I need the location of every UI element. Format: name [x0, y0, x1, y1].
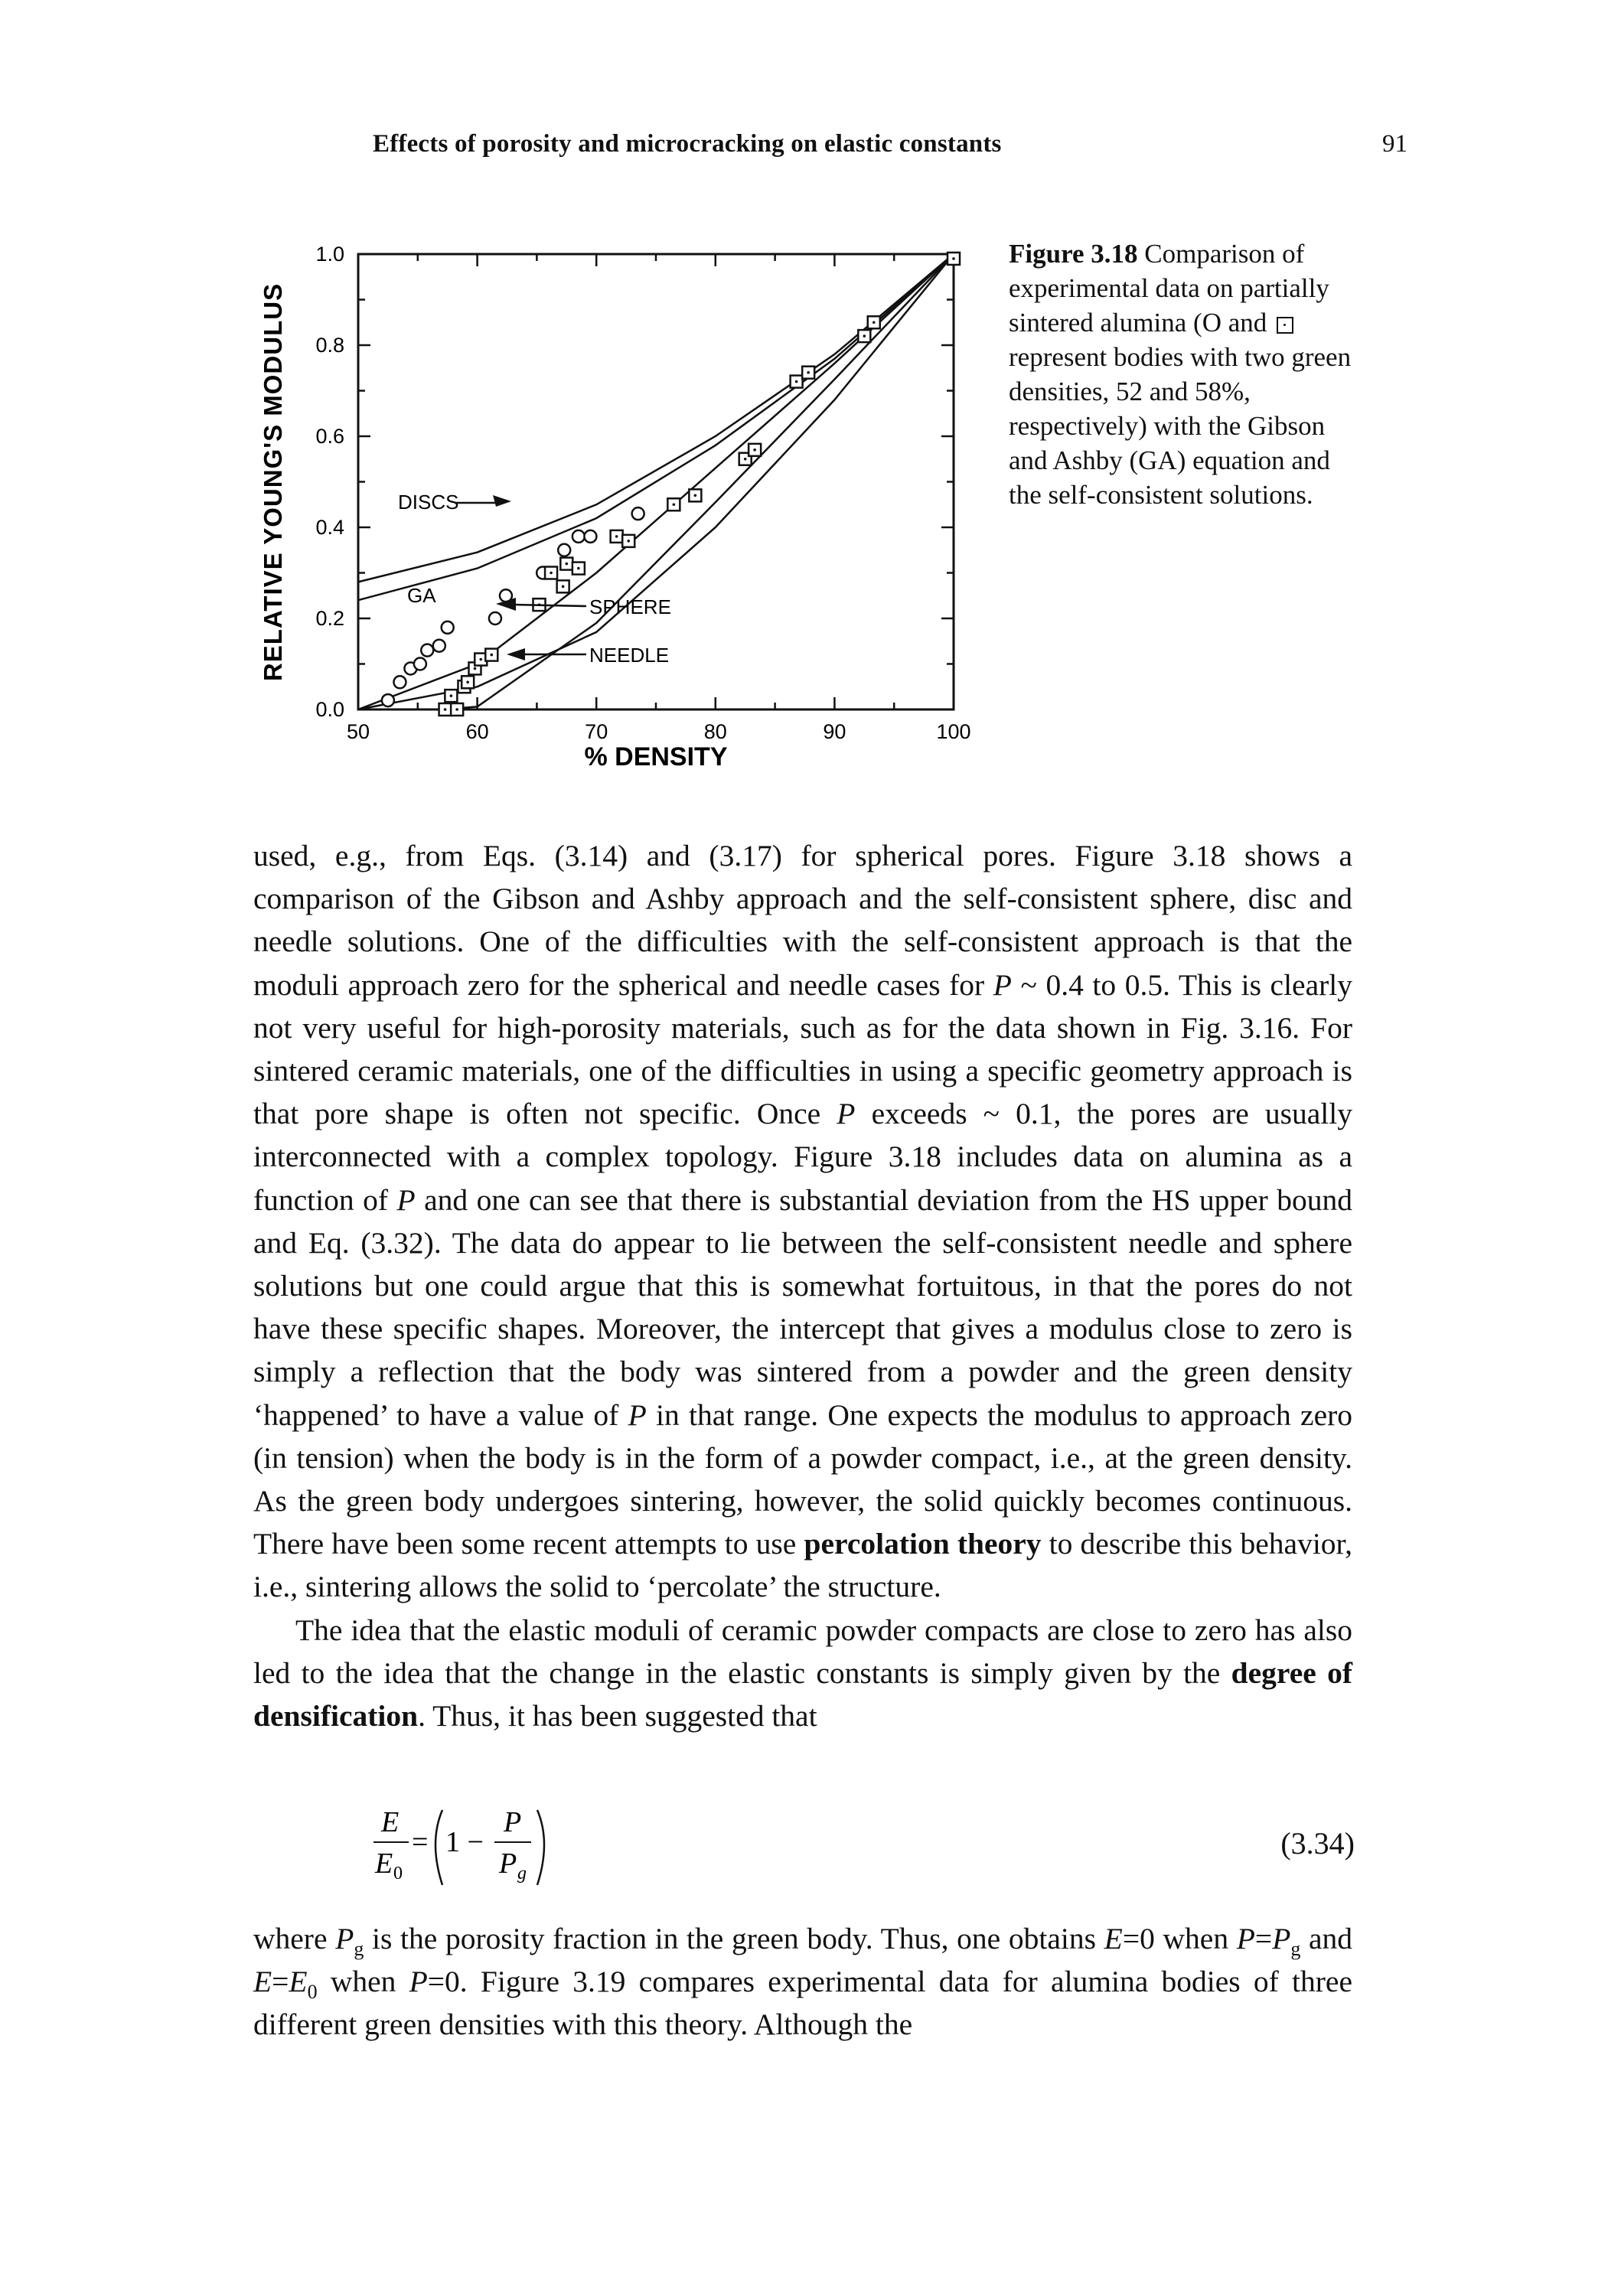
svg-text:0: 0	[393, 1864, 403, 1883]
y-tick-labels: 0.0 0.2 0.4 0.6 0.8 1.0	[315, 243, 344, 721]
y-axis-label: RELATIVE YOUNG'S MODULUS	[259, 283, 287, 681]
data-point-square-dot	[577, 566, 580, 570]
data-point-square-dot	[615, 535, 618, 538]
data-point-square-dot	[672, 503, 676, 507]
caption-text-2: represent bodies with two green densitie…	[1009, 342, 1352, 510]
data-point-square-dot	[863, 334, 866, 338]
x-tick-label: 70	[585, 720, 608, 743]
curve-annotations: DISCS GA SPHERE NEEDLE	[398, 491, 671, 667]
y-tick-label: 0.6	[315, 425, 344, 448]
data-point-square-dot	[449, 694, 453, 697]
caption-label: Figure 3.18	[1009, 239, 1138, 269]
data-point-square-dot	[443, 708, 447, 711]
x-tick-label: 100	[936, 720, 970, 743]
data-point-square-dot	[627, 540, 631, 543]
data-point-square-dot	[753, 448, 756, 452]
data-point-circle	[393, 675, 407, 690]
equation-3-34: E E 0 = 1 − P P g (3.34)	[367, 1795, 1355, 1902]
data-point-circle	[432, 638, 447, 653]
annotation-sphere: SPHERE	[589, 595, 671, 618]
data-point-square-dot	[479, 657, 483, 661]
svg-text:E: E	[380, 1806, 399, 1838]
annotation-discs: DISCS	[398, 491, 458, 514]
data-point-square-dot	[872, 321, 876, 325]
y-tick-label: 1.0	[315, 243, 344, 266]
body-text: used, e.g., from Eqs. (3.14) and (3.17) …	[253, 834, 1352, 1737]
data-point-square-dot	[952, 257, 955, 260]
curve-1	[357, 253, 954, 602]
figure-caption: Figure 3.18 Comparison of experimental d…	[1009, 236, 1353, 512]
annotation-ga: GA	[407, 584, 436, 607]
y-tick-label: 0.8	[315, 334, 344, 357]
data-point-circle	[488, 611, 503, 626]
svg-text:g: g	[517, 1864, 527, 1883]
y-tick-label: 0.4	[315, 516, 344, 539]
paragraph-2: The idea that the elastic moduli of cera…	[253, 1613, 1352, 1733]
data-point-square-dot	[550, 571, 553, 575]
data-point-circle	[571, 529, 586, 544]
paragraph-1: used, e.g., from Eqs. (3.14) and (3.17) …	[253, 839, 1353, 1604]
svg-text:P: P	[503, 1806, 521, 1838]
y-tick-label: 0.0	[315, 698, 344, 721]
annotation-needle: NEEDLE	[589, 644, 669, 667]
data-point-square-dot	[490, 653, 494, 657]
x-tick-labels: 50 60 70 80 90 100	[347, 720, 971, 743]
svg-text:P: P	[498, 1848, 517, 1880]
x-tick-label: 80	[704, 720, 727, 743]
running-title: Effects of porosity and microcracking on…	[373, 130, 1002, 158]
caption-text-1: Comparison of experimental data on parti…	[1009, 239, 1329, 338]
data-point-circle	[631, 506, 645, 521]
data-point-circle	[419, 643, 435, 657]
x-tick-label: 60	[466, 720, 489, 743]
svg-text:1 −: 1 −	[445, 1826, 484, 1858]
data-point-square-dot	[561, 585, 565, 589]
data-point-square-dot	[693, 494, 697, 497]
data-point-square-dot	[794, 380, 798, 383]
data-point-circle	[556, 543, 572, 557]
square-symbol-icon	[1277, 317, 1294, 334]
curve-3	[357, 253, 954, 711]
data-point-square-dot	[565, 562, 569, 566]
x-tick-label: 90	[823, 720, 846, 743]
paragraph-3: where Pg is the porosity fraction in the…	[253, 1922, 1353, 2042]
y-tick-label: 0.2	[315, 607, 344, 630]
page-number: 91	[1382, 130, 1407, 158]
x-tick-label: 50	[347, 720, 370, 743]
data-point-square-dot	[466, 680, 469, 684]
equation-number: (3.34)	[1280, 1826, 1355, 1861]
curve-4	[441, 253, 954, 711]
svg-text:E: E	[374, 1848, 393, 1880]
data-point-square-dot	[455, 708, 458, 711]
data-point-circle	[413, 657, 428, 671]
body-text-after-equation: where Pg is the porosity fraction in the…	[253, 1917, 1352, 2047]
arrow-discs	[456, 495, 511, 507]
data-point-square-dot	[807, 370, 810, 374]
theory-curves	[357, 253, 954, 711]
data-point-circle	[583, 529, 598, 544]
data-point-square-dot	[473, 667, 477, 670]
arrow-needle	[507, 648, 586, 660]
arrow-sphere	[496, 598, 587, 611]
curve-0	[357, 253, 954, 583]
data-point-circle	[380, 693, 396, 708]
data-point-circle	[440, 620, 455, 635]
data-point-square-dot	[743, 457, 747, 461]
equation-body: E E 0 = 1 − P P g	[373, 1806, 546, 1886]
svg-text:=: =	[412, 1826, 428, 1858]
data-points	[380, 251, 961, 717]
figure-3-18-chart: 0.0 0.2 0.4 0.6 0.8 1.0 50 60 70 80 90 100 RELATIV…	[259, 243, 971, 771]
x-axis-label: % DENSITY	[584, 742, 727, 771]
